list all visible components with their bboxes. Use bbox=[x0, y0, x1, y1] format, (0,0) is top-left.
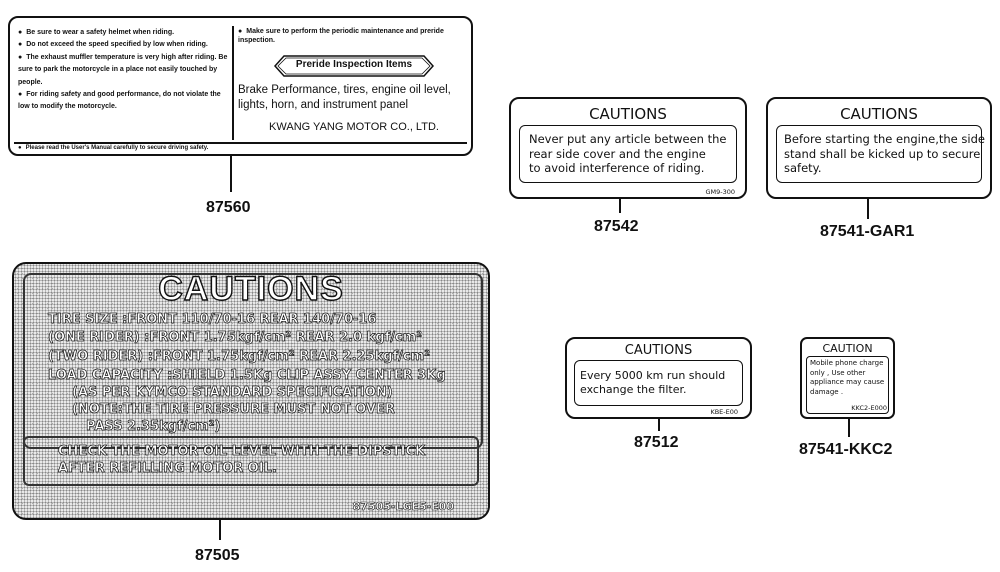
leader-line bbox=[658, 419, 660, 431]
label-87541-gar1: CAUTIONS Before starting the engine,the … bbox=[766, 97, 992, 199]
part-number-87542: 87542 bbox=[594, 218, 639, 235]
text-line: safety. bbox=[784, 161, 822, 175]
inspection-items: Brake Performance, tires, engine oil lev… bbox=[238, 84, 451, 111]
part-number-87541-gar1: 87541-GAR1 bbox=[820, 223, 915, 240]
spec-row: PASS 2.35kgf/cm²) bbox=[86, 419, 221, 435]
leader-line bbox=[619, 199, 621, 213]
caution-title: CAUTIONS bbox=[624, 343, 693, 358]
oil-line: AFTER REFILLING MOTOR OIL. bbox=[58, 461, 278, 477]
label-87541-kkc2: CAUTION Mobile phone charge only , Use o… bbox=[800, 337, 895, 419]
caution-title: CAUTIONS bbox=[589, 105, 667, 123]
label-code: GM9-300 bbox=[705, 188, 735, 196]
warning-item: For riding safety and good performance, … bbox=[18, 89, 230, 114]
footer-note: Please read the User's Manual carefully … bbox=[18, 145, 209, 151]
text-line: stand shall be kicked up to secure bbox=[784, 146, 981, 161]
warning-item: The exhaust muffler temperature is very … bbox=[18, 52, 230, 89]
part-number-87541-kkc2: 87541-KKC2 bbox=[799, 441, 893, 458]
caution-frame bbox=[574, 360, 743, 406]
text-line: Before starting the engine,the side bbox=[784, 132, 985, 146]
label-code: 87505-LGE5-E00 bbox=[352, 500, 454, 514]
label-code: KKC2-E000 bbox=[851, 404, 887, 412]
label-87560: Be sure to wear a safety helmet when rid… bbox=[8, 16, 473, 156]
text-line: rear side cover and the engine bbox=[529, 146, 706, 161]
label-87542: CAUTIONS Never put any article between t… bbox=[509, 97, 747, 199]
text-line: Every 5000 km run should bbox=[580, 369, 726, 382]
oil-line: CHECK THE MOTOR OIL LEVEL WITH THE DIPST… bbox=[58, 444, 426, 460]
text-line: Never put any article between the bbox=[529, 132, 727, 146]
spec-row: LOAD CAPACITY :SHIELD 1.5Kg CLIP ASSY CE… bbox=[48, 368, 446, 384]
leader-line bbox=[848, 419, 850, 437]
part-number-87505: 87505 bbox=[195, 547, 240, 564]
caution-title: CAUTION bbox=[822, 342, 873, 355]
inspection-banner: Preride Inspection Items bbox=[274, 55, 434, 77]
spec-row: TIRE SIZE :FRONT 110/70-16 REAR 140/70-1… bbox=[48, 312, 377, 328]
caution-frame bbox=[23, 273, 483, 449]
caution-frame bbox=[776, 125, 982, 183]
caution-frame bbox=[519, 125, 737, 183]
label-code: KBE-E00 bbox=[710, 408, 738, 416]
caution-text: Before starting the engine,the side stan… bbox=[784, 132, 985, 176]
banner-outline bbox=[274, 55, 434, 77]
oil-check-frame bbox=[23, 436, 479, 486]
column-divider bbox=[232, 26, 234, 140]
footer-divider bbox=[14, 142, 467, 144]
warning-item: Do not exceed the speed specified by low… bbox=[18, 39, 230, 51]
leader-line bbox=[219, 520, 221, 540]
text-line: only , Use other bbox=[810, 368, 866, 377]
text-line: damage . bbox=[810, 387, 844, 396]
company-name: KWANG YANG MOTOR CO., LTD. bbox=[269, 121, 439, 133]
spec-row: (ONE RIDER) :FRONT 1.75kgf/cm² REAR 2.0 … bbox=[48, 330, 423, 346]
spec-row: (NOTE:THE TIRE PRESSURE MUST NOT OVER bbox=[72, 402, 396, 418]
caution-text: Never put any article between the rear s… bbox=[529, 132, 726, 176]
inspection-column: Make sure to perform the periodic mainte… bbox=[238, 27, 470, 133]
part-number-87560: 87560 bbox=[206, 199, 251, 216]
caution-frame bbox=[806, 356, 889, 414]
leader-line bbox=[867, 199, 869, 219]
maintenance-note: Make sure to perform the periodic mainte… bbox=[238, 27, 470, 45]
text-line: to avoid interference of riding. bbox=[529, 161, 705, 175]
spec-row: (TWO RIDER) :FRONT 1.75kgf/cm² REAR 2.25… bbox=[48, 349, 431, 365]
caution-title: CAUTIONS bbox=[158, 269, 344, 308]
caution-text: Every 5000 km run should exchange the fi… bbox=[580, 369, 725, 397]
warning-item: Be sure to wear a safety helmet when rid… bbox=[18, 27, 230, 39]
caution-title: CAUTIONS bbox=[840, 105, 918, 123]
text-line: appliance may cause bbox=[810, 378, 885, 386]
caution-text: Mobile phone charge only , Use other app… bbox=[810, 359, 884, 397]
spec-row: (AS PER KYMCO STANDARD SPECIFICATION) bbox=[72, 385, 393, 401]
banner-text: Preride Inspection Items bbox=[295, 59, 413, 70]
label-87512: CAUTIONS Every 5000 km run should exchan… bbox=[565, 337, 752, 419]
text-line: Mobile phone charge bbox=[810, 359, 884, 367]
warning-list: Be sure to wear a safety helmet when rid… bbox=[18, 27, 230, 114]
text-line: exchange the filter. bbox=[580, 383, 687, 396]
label-87505: CAUTIONS TIRE SIZE :FRONT 110/70-16 REAR… bbox=[12, 262, 490, 520]
part-number-87512: 87512 bbox=[634, 434, 679, 451]
leader-line bbox=[230, 156, 232, 192]
